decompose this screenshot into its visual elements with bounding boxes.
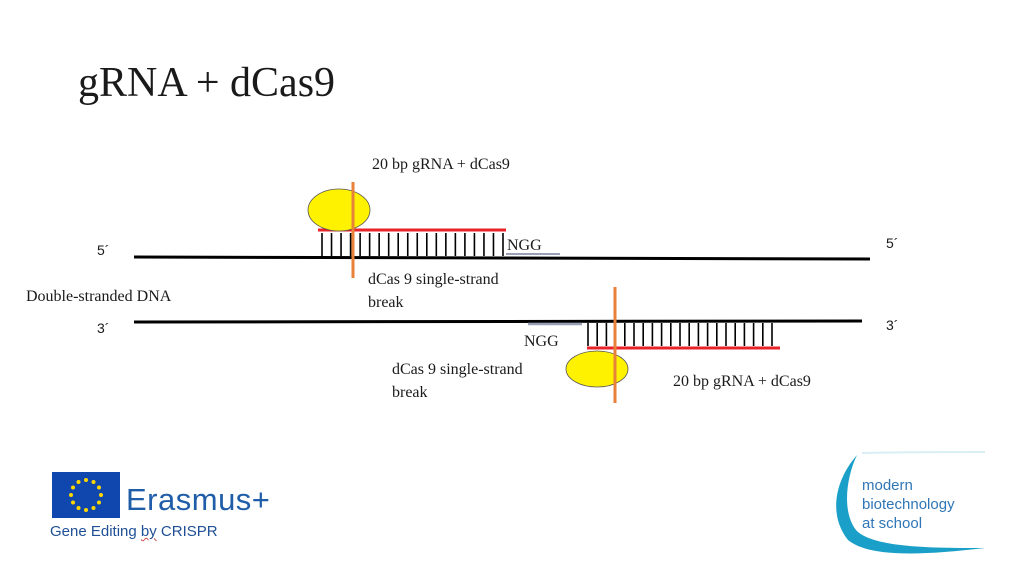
mbs-logo-mark [836, 451, 986, 554]
top-break-label-line2: break [368, 294, 404, 311]
bottom-grna-complex [528, 287, 780, 403]
eu-star [71, 500, 76, 505]
bottom-dna-strand [133, 319, 863, 324]
bottom-break-label-line2: break [392, 384, 428, 401]
bottom-grna-label: 20 bp gRNA + dCas9 [673, 373, 811, 390]
eu-star [91, 505, 96, 510]
top-break-label: dCas 9 single-strand break [368, 268, 538, 314]
bottom-pam-label: NGG [524, 333, 559, 350]
bottom-break-label: dCas 9 single-strand break [392, 358, 562, 404]
slide-title: gRNA + dCas9 [78, 60, 336, 106]
top-right-end-label: 5´ [886, 235, 899, 251]
mbs-logo-text: modern biotechnology at school [862, 476, 955, 533]
tagline-part-2: by [140, 523, 157, 540]
eu-flag-logo [52, 472, 120, 518]
top-grna-label: 20 bp gRNA + dCas9 [372, 156, 510, 173]
top-break-label-line1: dCas 9 single-strand [368, 271, 499, 288]
top-left-end-label: 5´ [97, 242, 110, 258]
top-dcas9-protein [307, 188, 371, 232]
eu-star [76, 480, 81, 485]
eu-star [69, 493, 73, 497]
top-grna-complex [307, 182, 560, 278]
eu-star [84, 478, 88, 482]
top-dna-strand [133, 255, 871, 261]
tagline-part-3: CRISPR [156, 523, 218, 540]
erasmus-logo-text: Erasmus+ [126, 482, 271, 517]
bottom-left-end-label: 3´ [97, 320, 110, 336]
mbs-line-2: biotechnology [862, 496, 955, 513]
mbs-line-3: at school [862, 515, 923, 532]
eu-star [84, 508, 88, 512]
erasmus-tagline: Gene Editing by CRISPR [50, 523, 218, 540]
eu-star [76, 505, 81, 510]
eu-star [96, 500, 101, 505]
tagline-part-1: Gene Editing [50, 523, 141, 540]
top-grna-base-pairs [321, 233, 504, 256]
top-pam-label: NGG [507, 237, 542, 254]
eu-star [96, 485, 101, 490]
dna-label: Double-stranded DNA [26, 288, 172, 305]
eu-star [99, 493, 103, 497]
mbs-line-1: modern [862, 477, 913, 494]
bottom-right-end-label: 3´ [886, 317, 899, 333]
bottom-break-label-line1: dCas 9 single-strand [392, 361, 523, 378]
bottom-grna-base-pairs [587, 323, 773, 346]
eu-star [91, 480, 96, 485]
bottom-dcas9-protein [565, 350, 629, 388]
eu-star [71, 485, 76, 490]
eu-stars [69, 478, 103, 512]
